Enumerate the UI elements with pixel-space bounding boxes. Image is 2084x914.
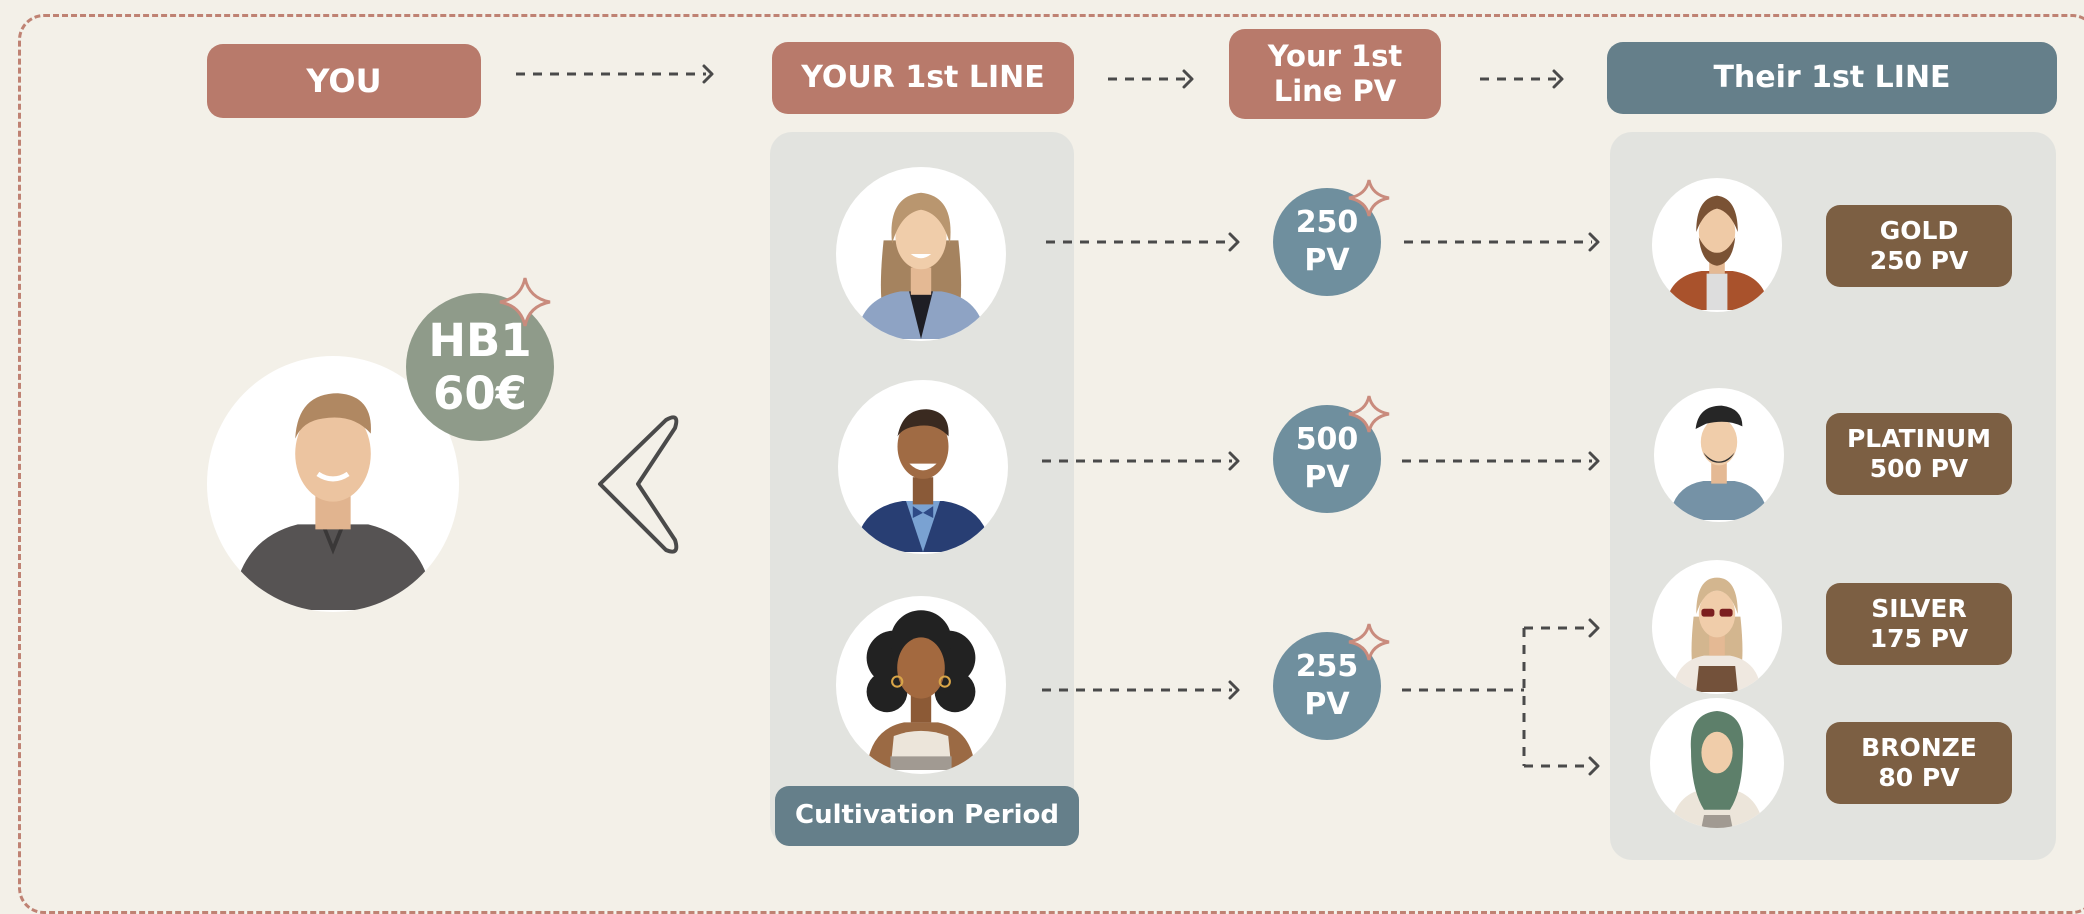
header-their-1st-line: Their 1st LINE (1607, 42, 2057, 114)
header-your-1st-line: YOUR 1st LINE (772, 42, 1074, 114)
pv-circle-1: 250 PV (1273, 188, 1381, 296)
their-line-avatar-cap-man (1654, 388, 1784, 522)
their-line-avatar-bearded-man (1652, 178, 1782, 312)
rank-badge-platinum: PLATINUM 500 PV (1826, 413, 2012, 495)
header-you: YOU (207, 44, 481, 118)
rank-badge-silver: SILVER 175 PV (1826, 583, 2012, 665)
cultivation-period-label: Cultivation Period (775, 786, 1079, 846)
pv-circle-2: 500 PV (1273, 405, 1381, 513)
you-badge: HB1 60€ (406, 293, 554, 441)
rank-badge-bronze: BRONZE 80 PV (1826, 722, 2012, 804)
header-your-1st-line-pv: Your 1st Line PV (1229, 29, 1441, 119)
first-line-avatar-man-suit (838, 380, 1008, 554)
their-line-avatar-hijab-woman (1650, 698, 1784, 828)
pv-circle-3: 255 PV (1273, 632, 1381, 740)
rank-badge-gold: GOLD 250 PV (1826, 205, 2012, 287)
first-line-avatar-woman-blazer (836, 167, 1006, 341)
first-line-avatar-woman-curly (836, 596, 1006, 774)
their-line-avatar-blonde-woman (1652, 560, 1782, 694)
